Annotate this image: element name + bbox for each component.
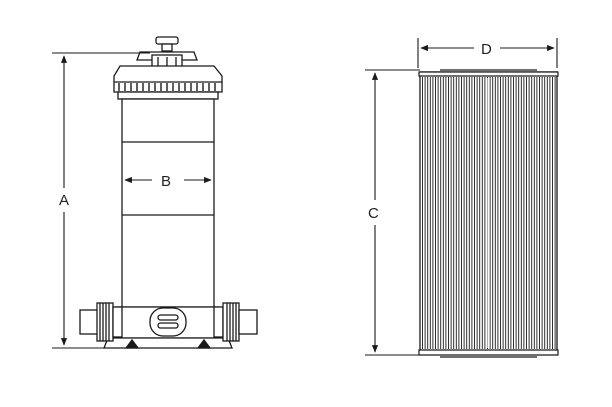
outlet-port [213,302,258,342]
dimension-a [52,52,150,349]
air-relief-valve [136,36,198,68]
housing-base [103,306,233,349]
dimension-c [365,69,420,356]
dimension-d-label: D [481,41,492,58]
filter-cartridge [418,69,559,358]
dimension-b-label: B [161,173,171,190]
filter-housing [79,36,258,349]
inlet-port [79,302,123,342]
dimension-c-label: C [368,205,379,222]
housing-body [121,98,215,308]
dimension-d [417,38,558,68]
cartridge-pleats [422,77,556,349]
lock-ring [113,65,223,100]
dimension-a-label: A [59,192,69,209]
